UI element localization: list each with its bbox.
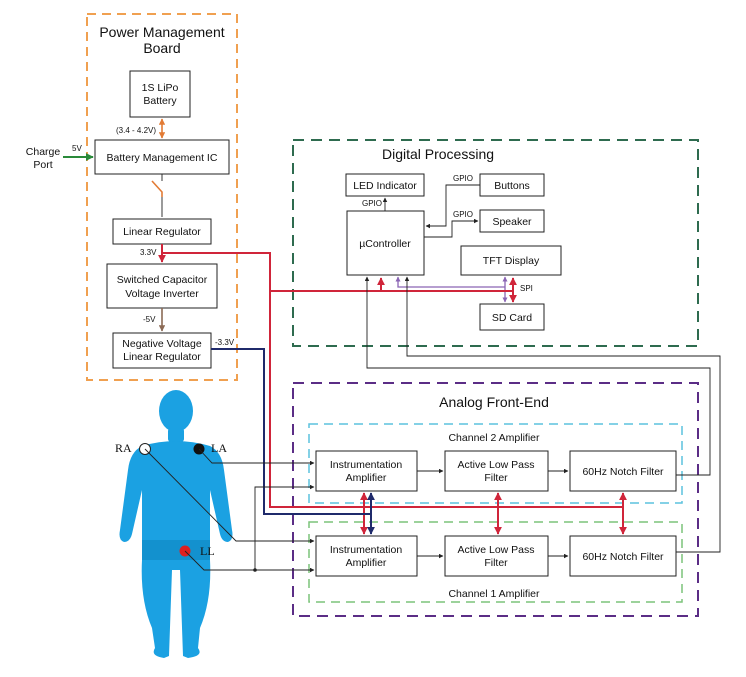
la-label: LA: [211, 441, 227, 455]
ra-label: RA: [115, 441, 132, 455]
neg-regulator-label-line2: Linear Regulator: [123, 351, 201, 363]
battery-label-line1: 1S LiPo: [142, 82, 179, 94]
spi-bus-line: [398, 277, 505, 288]
charge-voltage-label: 5V: [72, 144, 82, 153]
channel-1-group: [308, 521, 683, 603]
power-group-title-line2: Board: [143, 40, 180, 56]
lpf1-label-line1: Active Low Pass: [457, 544, 534, 556]
notch1-label: 60Hz Notch Filter: [582, 551, 664, 563]
battery-range-label: (3.4 - 4.2V): [116, 126, 156, 135]
low-pass-filter-1-block: [444, 535, 549, 577]
mcu-speaker-line: [424, 218, 479, 238]
neg-rail-line: [211, 348, 371, 515]
power-switch-icon: [151, 180, 163, 197]
battery-block: [129, 70, 191, 118]
ll-label: LL: [200, 544, 215, 558]
negative-regulator-block: [112, 332, 212, 369]
v-neg33-label: -3.3V: [215, 338, 235, 347]
analog-group-title: Analog Front-End: [439, 394, 549, 410]
channel-2-title: Channel 2 Amplifier: [448, 432, 540, 444]
power-group-title-line1: Power Management: [99, 24, 224, 40]
notch2-mcu-line: [364, 276, 711, 476]
linear-regulator-label: Linear Regulator: [123, 226, 201, 238]
microcontroller-label: µController: [359, 238, 411, 250]
sd-card-block: [479, 303, 545, 331]
low-pass-filter-2-block: [444, 450, 549, 492]
la-lead-line: [198, 448, 315, 466]
ll-lead-line: [184, 550, 315, 573]
spi-label: SPI: [520, 284, 533, 293]
bms-label: Battery Management IC: [107, 152, 218, 164]
led-indicator-label: LED Indicator: [353, 180, 417, 192]
battery-label-line2: Battery: [143, 95, 177, 107]
notch1-mcu-line: [404, 276, 721, 553]
notch-filter-2-block: [569, 450, 677, 492]
microcontroller-block: [346, 210, 425, 276]
channel-2-group: [308, 423, 683, 504]
pos-rail-line: [162, 252, 623, 508]
ia1-label-line2: Amplifier: [346, 557, 387, 569]
inverter-label-line1: Switched Capacitor: [117, 274, 208, 286]
digital-processing-group: [292, 139, 699, 347]
charge-port-label-line2: Port: [33, 159, 52, 171]
v-pos-label: 3.3V: [140, 248, 157, 257]
notch-filter-1-block: [569, 535, 677, 577]
ia2-label-line1: Instrumentation: [330, 459, 403, 471]
ia1-label-line1: Instrumentation: [330, 544, 403, 556]
instrumentation-amplifier-1-block: [315, 535, 418, 577]
charge-port-label-line1: Charge: [26, 146, 61, 158]
inverter-label-line2: Voltage Inverter: [125, 288, 199, 300]
neg-regulator-label-line1: Negative Voltage: [122, 338, 202, 350]
instrumentation-amplifier-2-block: [315, 450, 418, 492]
buttons-mcu-line: [425, 184, 480, 229]
gpio-buttons-label: GPIO: [453, 174, 473, 183]
lpf2-label-line1: Active Low Pass: [457, 459, 534, 471]
digital-group-title: Digital Processing: [382, 146, 494, 162]
buttons-label: Buttons: [494, 180, 530, 192]
speaker-block: [479, 209, 545, 233]
ra-lead-line: [144, 448, 315, 544]
ia2-label-line2: Amplifier: [346, 472, 387, 484]
human-body-figure: [119, 390, 233, 658]
sd-card-label: SD Card: [492, 312, 532, 324]
v-neg5-label: -5V: [143, 315, 156, 324]
gpio-led-label: GPIO: [362, 199, 382, 208]
power-management-group: [86, 13, 238, 381]
gpio-speaker-label: GPIO: [453, 210, 473, 219]
tft-display-block: [460, 245, 562, 276]
voltage-inverter-block: [106, 263, 218, 309]
tft-display-label: TFT Display: [483, 255, 540, 267]
junction-dot: [253, 568, 257, 572]
led-indicator-block: [345, 173, 425, 197]
speaker-label: Speaker: [492, 216, 532, 228]
linear-regulator-block: [112, 218, 212, 245]
channel-1-title: Channel 1 Amplifier: [448, 588, 540, 600]
ll-ch2-line: [254, 484, 315, 570]
analog-front-end-group: [292, 382, 699, 617]
lpf2-label-line2: Filter: [484, 472, 508, 484]
notch2-label: 60Hz Notch Filter: [582, 466, 664, 478]
lpf1-label-line2: Filter: [484, 557, 508, 569]
